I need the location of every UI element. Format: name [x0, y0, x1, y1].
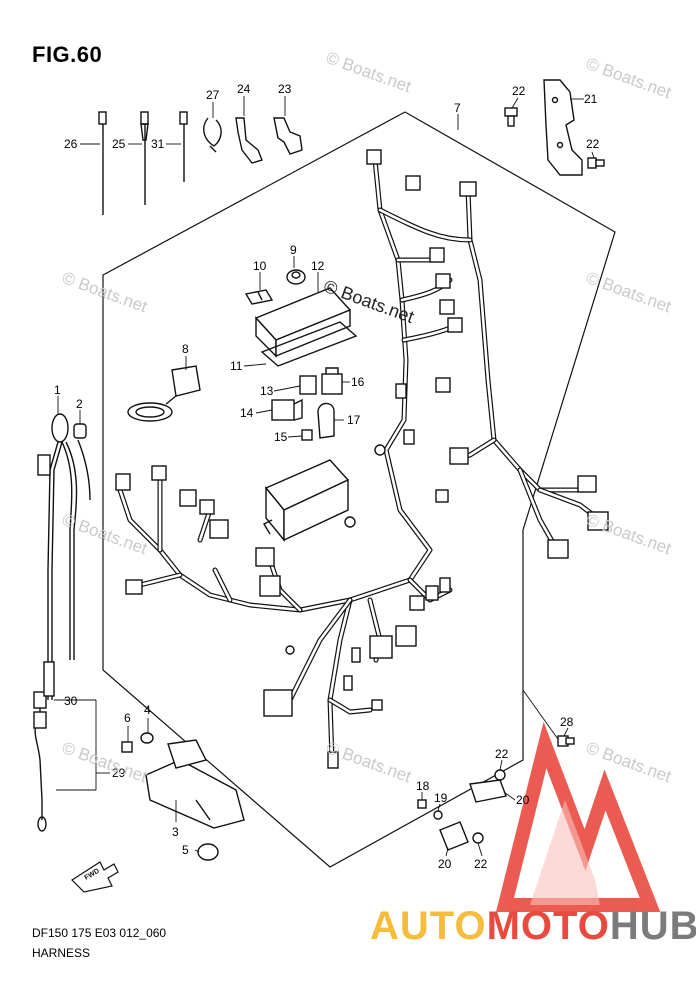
bracket-20-a [469, 779, 507, 803]
callout-23: 23 [278, 82, 292, 96]
assembly-boundary [102, 111, 616, 868]
washer-4 [140, 732, 154, 744]
callout-12: 12 [311, 259, 325, 273]
callout-25: 25 [112, 137, 126, 151]
callout-22-d: 22 [474, 857, 488, 871]
grommet-5 [197, 843, 219, 861]
logo-part-hub: HUB [609, 904, 696, 948]
cable-tie-25 [140, 111, 149, 205]
callout-5: 5 [182, 843, 189, 857]
clamp-27 [203, 117, 222, 153]
callout-labels: 26 25 31 27 24 23 22 21 22 7 9 10 12 8 1… [54, 82, 600, 871]
callout-15: 15 [274, 430, 288, 444]
battery-cable-1 [47, 413, 78, 700]
harness-connectors [115, 149, 609, 769]
bracket-21 [543, 79, 583, 176]
triangle-logo-icon [496, 721, 661, 912]
callout-18: 18 [416, 779, 430, 793]
callout-10: 10 [253, 259, 267, 273]
callout-13: 13 [260, 384, 274, 398]
nut-18 [417, 799, 427, 809]
connector-harness-30 [33, 454, 55, 832]
logo-part-auto: AUTO [370, 904, 487, 948]
callout-7: 7 [454, 101, 461, 115]
main-wiring-harness-7 [117, 157, 603, 763]
callout-30: 30 [64, 694, 78, 708]
bolt-6 [121, 741, 133, 753]
bolt-22-d [472, 832, 484, 844]
figure-title: FIG.60 [32, 42, 103, 67]
callout-8: 8 [182, 342, 189, 356]
callout-24: 24 [237, 82, 251, 96]
clamp-23 [273, 117, 303, 155]
grommet-9 [286, 269, 306, 285]
fuse-box-main [263, 459, 350, 542]
callout-22-b: 22 [586, 137, 600, 151]
callout-26: 26 [64, 137, 78, 151]
logo-part-moto: MOTO [486, 904, 610, 948]
clip-10 [244, 289, 274, 305]
fuse-17 [317, 402, 335, 439]
relay-14 [271, 398, 303, 421]
callout-21: 21 [584, 92, 598, 106]
callout-3: 3 [172, 825, 179, 839]
callout-2: 2 [76, 397, 83, 411]
callout-19: 19 [434, 791, 448, 805]
callout-27: 27 [206, 88, 220, 102]
callout-17: 17 [347, 413, 361, 427]
callout-31: 31 [151, 137, 165, 151]
model-code: DF150 175 E03 012_060 [32, 926, 167, 940]
bolt-22-b [587, 157, 605, 169]
callout-20-a: 20 [516, 793, 530, 807]
clamp-24 [235, 117, 263, 164]
callout-20-b: 20 [438, 857, 452, 871]
sensor-8 [127, 365, 201, 422]
bracket-20-b [439, 821, 469, 851]
callout-28: 28 [560, 715, 574, 729]
callout-4: 4 [144, 703, 151, 717]
gasket-11 [260, 321, 358, 367]
relay-16 [321, 367, 343, 395]
callout-1: 1 [54, 383, 61, 397]
bracket-3 [145, 739, 245, 829]
callout-9: 9 [290, 243, 297, 257]
washer-19 [433, 810, 443, 820]
callout-22-a: 22 [512, 84, 526, 98]
callout-14: 14 [240, 406, 254, 420]
bolt-28 [557, 735, 575, 747]
fwd-arrow-icon: FWD [71, 861, 119, 893]
relay-13 [299, 375, 317, 395]
callout-29: 29 [112, 766, 126, 780]
callout-11: 11 [230, 359, 243, 373]
callout-16: 16 [351, 375, 365, 389]
bolt-22-a [504, 107, 518, 127]
fuse-15 [301, 429, 313, 441]
section-title: HARNESS [32, 946, 91, 960]
brand-logo: AUTOMOTOHUB [370, 904, 696, 949]
cable-tie-26 [98, 111, 107, 215]
cable-tie-31 [179, 111, 188, 182]
callout-22-c: 22 [495, 747, 509, 761]
callout-6: 6 [124, 711, 131, 725]
bolt-22-c [494, 769, 506, 781]
leader-lines [54, 96, 595, 857]
